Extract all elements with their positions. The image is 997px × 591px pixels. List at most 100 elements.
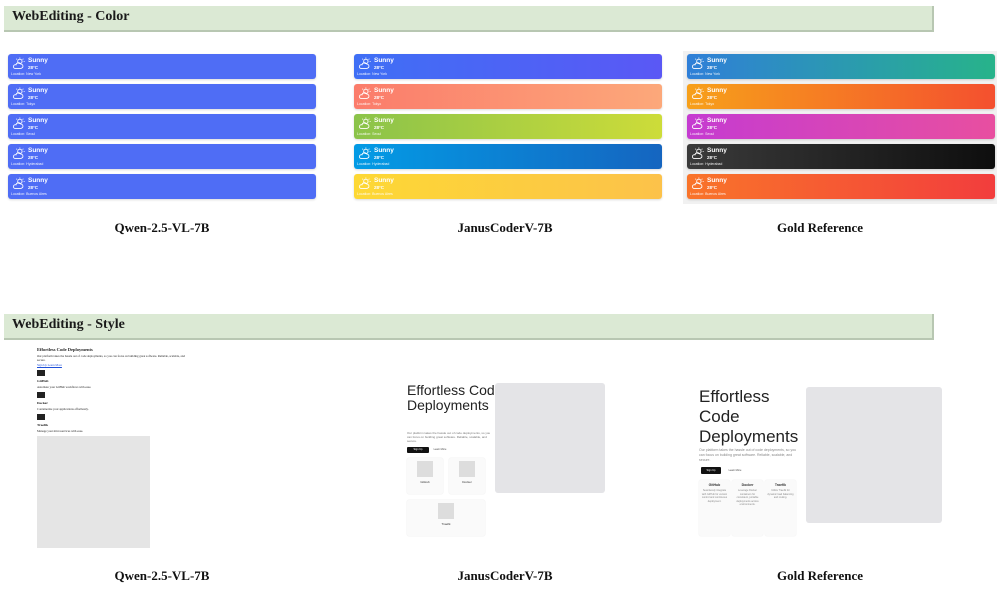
gold-feature-card: Traefik Utilize Traefik for dynamic load… <box>765 480 796 536</box>
sun-cloud-icon <box>358 147 372 161</box>
weather-location: Location: Hyderabad <box>690 162 723 166</box>
weather-location: Location: Tokyo <box>357 102 382 106</box>
weather-condition: Sunny <box>28 57 48 64</box>
weather-condition: Sunny <box>28 177 48 184</box>
janus-feature-card: GitHub <box>407 458 443 494</box>
section-banner-style: WebEditing - Style <box>4 314 934 340</box>
caption-janus: JanusCoderV-7B <box>457 220 553 235</box>
weather-condition: Sunny <box>28 117 48 124</box>
qwen-desc: Our platform takes the hassle out of cod… <box>37 354 185 362</box>
sun-cloud-icon <box>691 177 705 191</box>
sun-cloud-icon <box>358 117 372 131</box>
sun-cloud-icon <box>691 87 705 101</box>
janus-feature-card: Docker <box>449 458 485 494</box>
weather-condition: Sunny <box>707 117 727 124</box>
weather-location: Location: Tokyo <box>690 102 715 106</box>
weather-location: Location: New York <box>690 72 720 76</box>
sun-cloud-icon <box>691 147 705 161</box>
gold-learnmore-button[interactable]: Learn More <box>728 469 742 472</box>
weather-temp: 28°C <box>707 95 718 100</box>
weather-temp: 28°C <box>28 95 39 100</box>
sun-cloud-icon <box>358 177 372 191</box>
sun-cloud-icon <box>358 57 372 71</box>
gold-hero-title: Effortless Code Deployments <box>699 387 799 446</box>
caption-janus-style: JanusCoderV-7B <box>457 568 553 583</box>
janus-style-render: Effortless Code Deployments Our platform… <box>401 380 611 540</box>
weather-condition: Sunny <box>374 87 394 94</box>
janus-hero-desc: Our platform takes the hassle out of cod… <box>407 431 491 443</box>
sun-cloud-icon <box>358 87 372 101</box>
weather-temp: 28°C <box>707 65 718 70</box>
sun-cloud-icon <box>12 87 26 101</box>
weather-location: Location: Seoul <box>690 132 715 136</box>
weather-temp: 28°C <box>707 125 718 130</box>
weather-condition: Sunny <box>707 87 727 94</box>
feature-name: Docker <box>741 483 754 487</box>
caption-gold-style: Gold Reference <box>776 568 864 583</box>
weather-location: Location: Hyderabad <box>11 162 44 166</box>
weather-temp: 28°C <box>374 95 385 100</box>
gold-feature-card: Docker Leverage Docker containers for co… <box>732 480 763 536</box>
gold-signup-button[interactable]: Sign Up <box>701 467 721 474</box>
gold-style-render: Effortless Code Deployments Our platform… <box>695 385 945 545</box>
weather-location: Location: New York <box>11 72 41 76</box>
weather-location: Location: Seoul <box>357 132 382 136</box>
sun-cloud-icon <box>12 117 26 131</box>
feature-image <box>417 461 433 477</box>
weather-temp: 28°C <box>28 65 39 70</box>
sun-cloud-icon <box>691 57 705 71</box>
feature-name: GitHub <box>420 480 430 484</box>
janus-hero-image <box>495 383 605 493</box>
gold-hero-desc: Our platform takes the hassle out of cod… <box>699 448 797 462</box>
qwen-image <box>37 414 45 420</box>
weather-temp: 28°C <box>374 185 385 190</box>
weather-temp: 28°C <box>707 185 718 190</box>
caption-qwen: Qwen-2.5-VL-7B <box>114 220 210 235</box>
gold-hero-image <box>806 387 942 523</box>
feature-desc: Utilize Traefik for dynamic load balanci… <box>767 489 794 499</box>
qwen-links[interactable]: Sign Up Learn More <box>37 363 62 367</box>
sun-cloud-icon <box>12 57 26 71</box>
janus-signup-button[interactable]: Sign Up <box>407 447 429 453</box>
weather-condition: Sunny <box>707 177 727 184</box>
qwen-style-render: Effortless Code Deployments Our platform… <box>37 347 187 548</box>
weather-temp: 28°C <box>374 155 385 160</box>
weather-location: Location: Seoul <box>11 132 36 136</box>
weather-location: Location: New York <box>357 72 387 76</box>
weather-condition: Sunny <box>707 147 727 154</box>
weather-temp: 28°C <box>28 185 39 190</box>
weather-condition: Sunny <box>374 177 394 184</box>
weather-temp: 28°C <box>28 125 39 130</box>
qwen-traefik-desc: Manage your microservices with ease. <box>37 429 84 433</box>
feature-name: Traefik <box>441 522 451 526</box>
section-banner-color: WebEditing - Color <box>4 6 934 32</box>
feature-image <box>459 461 475 477</box>
janus-learnmore-button[interactable]: Learn More <box>433 448 447 451</box>
weather-condition: Sunny <box>28 147 48 154</box>
qwen-placeholder-panel <box>37 436 150 548</box>
janus-hero-title: Effortless Code Deployments <box>407 382 503 413</box>
weather-temp: 28°C <box>707 155 718 160</box>
feature-image <box>438 503 454 519</box>
feature-name: Docker <box>462 480 472 484</box>
feature-desc: Seamlessly integrate with GitHub for ver… <box>701 489 728 503</box>
qwen-image <box>37 392 45 398</box>
weather-condition: Sunny <box>374 147 394 154</box>
qwen-title: Effortless Code Deployments <box>37 347 93 352</box>
weather-temp: 28°C <box>374 65 385 70</box>
weather-condition: Sunny <box>28 87 48 94</box>
weather-condition: Sunny <box>374 57 394 64</box>
feature-desc: Leverage Docker containers for consisten… <box>736 489 759 506</box>
